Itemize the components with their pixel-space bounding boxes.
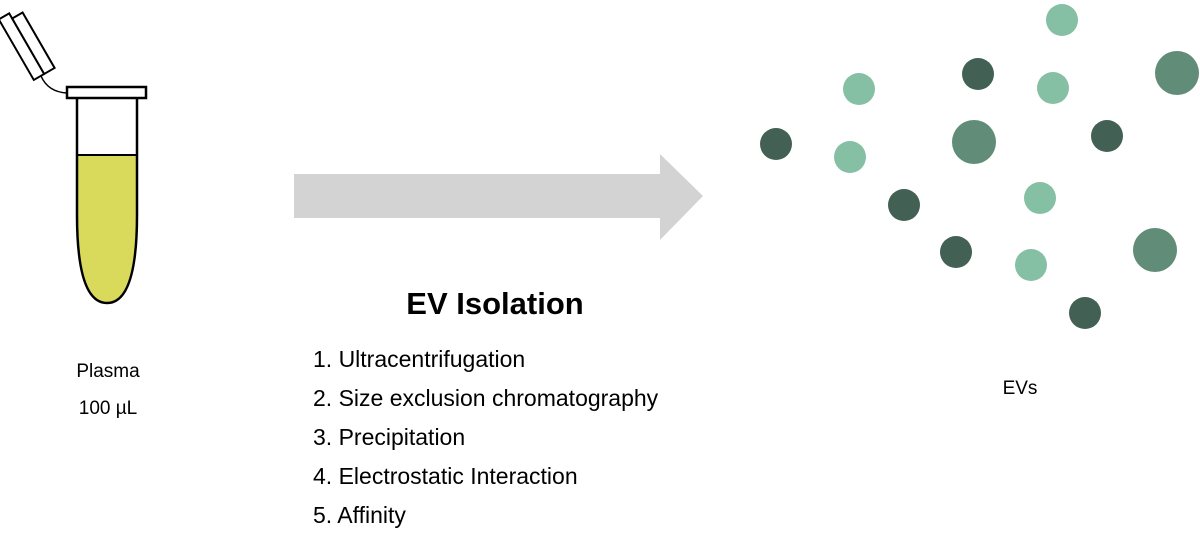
methods-list: 1. Ultracentrifugation 2. Size exclusion… [313,343,658,538]
ev-particle-icon [1015,249,1047,281]
ev-particle-icon [1024,182,1056,214]
ev-particle-icon [834,141,866,173]
sample-volume: 100 µL [78,398,138,419]
tube-icon [0,11,148,305]
ev-particle-icon [1155,51,1199,95]
ev-particle-icon [1046,4,1078,36]
ev-particles [760,4,1199,329]
method-item: 3. Precipitation [313,424,466,450]
process-title: EV Isolation [406,286,584,321]
ev-particle-icon [843,73,875,105]
ev-particle-icon [760,128,792,160]
ev-particle-icon [952,120,996,164]
process-arrow [294,154,703,240]
method-item: 5. Affinity [313,502,406,528]
ev-particle-icon [940,236,972,268]
ev-particle-icon [1069,297,1101,329]
ev-label: EVs [1002,378,1038,399]
ev-particle-icon [1133,228,1177,272]
method-item: 2. Size exclusion chromatography [313,385,659,411]
ev-particle-icon [1037,72,1069,104]
sample-name: Plasma [76,361,140,382]
method-item: 1. Ultracentrifugation [313,346,526,372]
plasma-liquid [78,155,136,302]
ev-particle-icon [962,58,994,90]
ev-particle-icon [888,189,920,221]
ev-particle-icon [1091,120,1123,152]
method-item: 4. Electrostatic Interaction [313,463,578,489]
